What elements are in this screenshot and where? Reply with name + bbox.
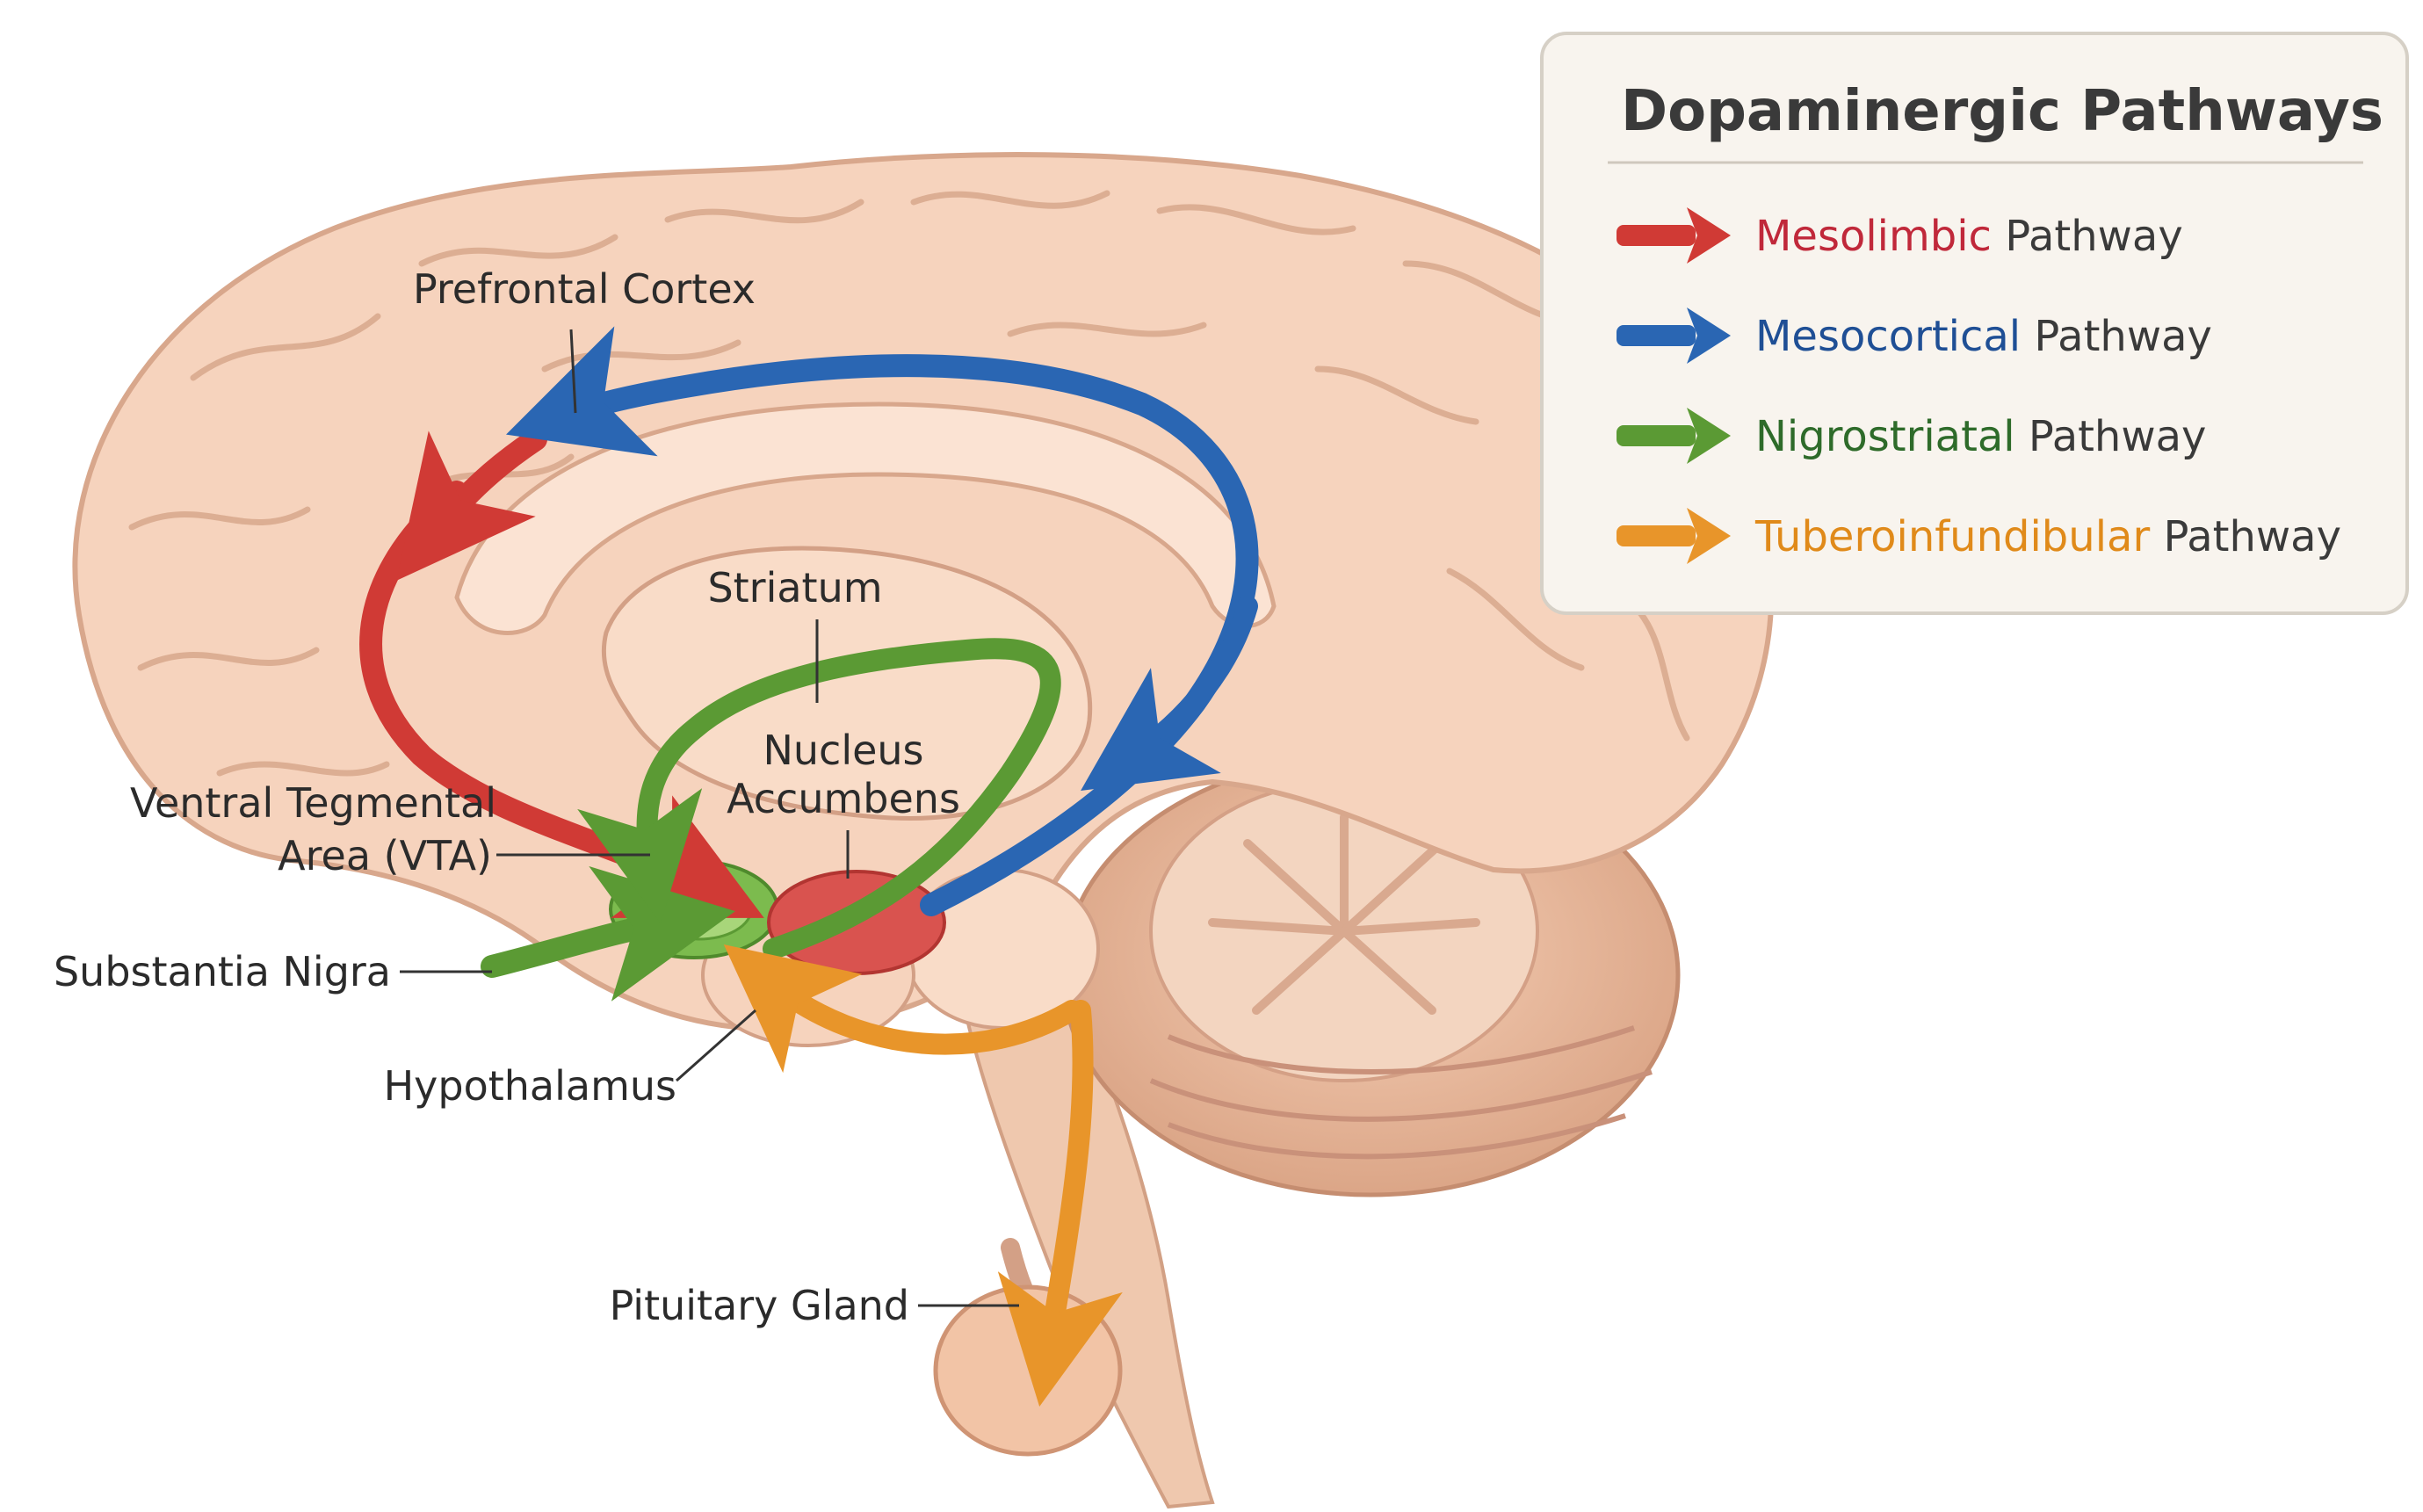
label-accumbens: Accumbens (727, 775, 960, 822)
legend-item-tuberoinfundibular: Tuberoinfundibular Pathway (1617, 508, 2341, 564)
legend-item-mesocortical: Mesocortical Pathway (1617, 307, 2212, 364)
legend-pathway-name: Tuberoinfundibular (1754, 512, 2150, 561)
legend: Dopaminergic Pathways Mesolimbic Pathway… (1540, 32, 2409, 615)
label-prefrontal-cortex: Prefrontal Cortex (413, 265, 756, 313)
legend-pathway-suffix: Pathway (2021, 312, 2212, 361)
legend-arrow-shaft (1617, 325, 1696, 346)
thalamus (601, 546, 1093, 821)
label-vta-line1: Ventral Tegmental (130, 779, 496, 827)
label-nucleus: Nucleus (763, 727, 923, 774)
legend-pathway-name: Mesocortical (1755, 312, 2021, 361)
label-pituitary-gland: Pituitary Gland (610, 1282, 909, 1329)
legend-label: Tuberoinfundibular Pathway (1754, 512, 2341, 561)
legend-arrow-shaft (1617, 225, 1696, 246)
legend-arrow-shaft (1617, 525, 1696, 546)
label-vta-line2: Area (VTA) (278, 832, 492, 879)
legend-box (1540, 32, 2409, 615)
legend-pathway-suffix: Pathway (1992, 212, 2183, 261)
nigrostriatal-path (481, 865, 735, 1002)
label-substantia-nigra: Substantia Nigra (54, 948, 391, 995)
label-striatum: Striatum (707, 564, 882, 611)
legend-label: Nigrostriatal Pathway (1755, 412, 2206, 461)
corpus-callosum (454, 402, 1277, 635)
gyri (128, 190, 1699, 777)
brain-stem (955, 920, 1215, 1509)
legend-item-nigrostriatal: Nigrostriatal Pathway (1617, 408, 2206, 464)
legend-pathway-suffix: Pathway (2015, 412, 2207, 461)
legend-item-mesolimbic: Mesolimbic Pathway (1617, 207, 2183, 264)
mesocortical-branch (1081, 596, 1258, 791)
legend-arrow-head-icon (1687, 207, 1731, 264)
legend-label: Mesolimbic Pathway (1755, 212, 2183, 261)
legend-pathway-suffix: Pathway (2150, 512, 2341, 561)
cerebellum (1060, 753, 1681, 1197)
nigrostriatal-loop (577, 638, 1061, 959)
legend-arrow-head-icon (1687, 508, 1731, 564)
legend-pathway-name: Mesolimbic (1755, 212, 1992, 261)
tuberoinfundibular-path (997, 1000, 1123, 1407)
legend-arrow-head-icon (1687, 307, 1731, 364)
legend-arrow-head-icon (1687, 408, 1731, 464)
legend-label: Mesocortical Pathway (1755, 312, 2212, 361)
legend-arrow-shaft (1617, 425, 1696, 446)
legend-title: Dopaminergic Pathways (1621, 79, 2383, 144)
tuberoinfundibular-loop (723, 944, 1082, 1074)
legend-pathway-name: Nigrostriatal (1755, 412, 2015, 461)
label-hypothalamus: Hypothalamus (384, 1062, 676, 1110)
leader-lines (400, 329, 1019, 1307)
